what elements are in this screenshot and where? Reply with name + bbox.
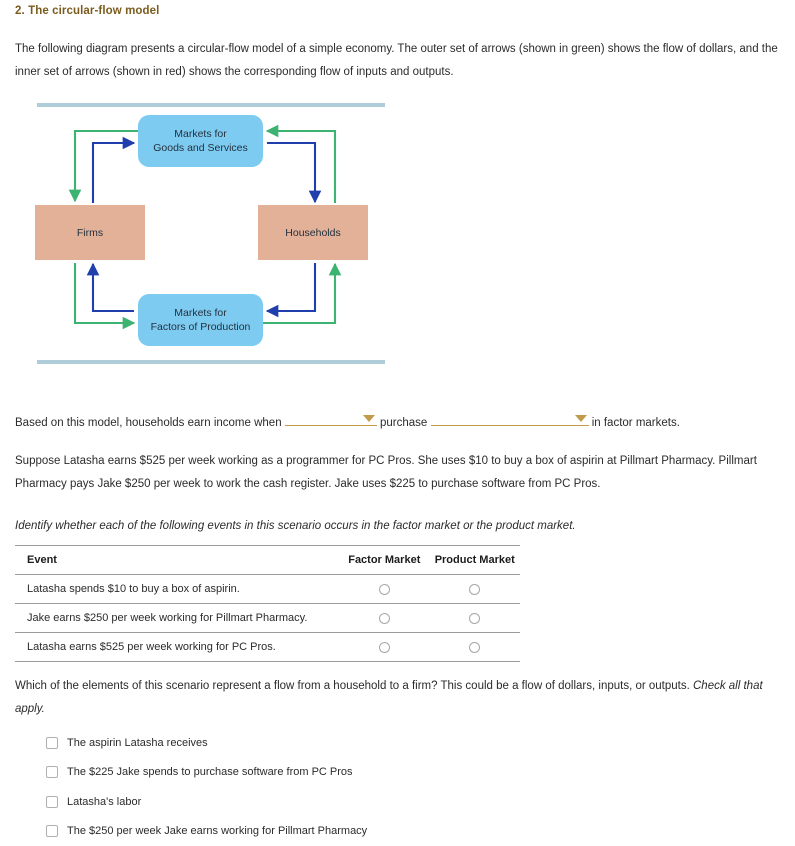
table-cell-factor-market[interactable] — [339, 575, 429, 604]
factors-market-label-line1: Markets for — [174, 307, 227, 319]
radio-product-market-row-3[interactable] — [469, 642, 480, 653]
identify-instruction: Identify whether each of the following e… — [15, 520, 780, 532]
list-item[interactable]: Latasha's labor — [46, 787, 746, 817]
sentence-part-3: in factor markets. — [592, 417, 680, 429]
table-cell-product-market[interactable] — [429, 604, 520, 633]
check-all-prompt: Which of the elements of this scenario r… — [15, 675, 780, 721]
intro-paragraph: The following diagram presents a circula… — [15, 38, 780, 84]
sentence-part-2: purchase — [380, 417, 427, 429]
factors-market-label-line2: Factors of Production — [151, 321, 251, 333]
column-header-event: Event — [15, 546, 339, 575]
checkbox-option-2[interactable] — [46, 766, 58, 778]
table-row: Latasha earns $525 per week working for … — [15, 633, 520, 662]
table-header-row: Event Factor Market Product Market — [15, 546, 520, 575]
radio-factor-market-row-3[interactable] — [379, 642, 390, 653]
checkbox-option-4[interactable] — [46, 825, 58, 837]
check-all-prompt-plain: Which of the elements of this scenario r… — [15, 680, 693, 692]
diagram-node-goods-market: Markets for Goods and Services — [138, 115, 263, 167]
radio-product-market-row-2[interactable] — [469, 613, 480, 624]
radio-factor-market-row-1[interactable] — [379, 584, 390, 595]
sentence-part-1: Based on this model, households earn inc… — [15, 417, 282, 429]
column-header-factor-market: Factor Market — [339, 546, 429, 575]
table-cell-factor-market[interactable] — [339, 633, 429, 662]
fill-in-sentence: Based on this model, households earn inc… — [15, 410, 780, 431]
page-title: 2. The circular-flow model — [15, 5, 159, 17]
table-cell-event: Latasha spends $10 to buy a box of aspir… — [15, 575, 339, 604]
dropdown-what-purchased[interactable] — [431, 410, 589, 426]
checkbox-option-1-label: The aspirin Latasha receives — [67, 737, 208, 749]
table-cell-factor-market[interactable] — [339, 604, 429, 633]
dropdown-who-earns[interactable] — [285, 410, 377, 426]
market-table: Event Factor Market Product Market Latas… — [15, 545, 520, 662]
checkbox-option-3[interactable] — [46, 796, 58, 808]
diagram-node-firms: Firms — [35, 205, 145, 260]
households-label: Households — [285, 226, 340, 240]
firms-label: Firms — [77, 226, 103, 240]
goods-market-label-line2: Goods and Services — [153, 142, 248, 154]
table-row: Jake earns $250 per week working for Pil… — [15, 604, 520, 633]
table-cell-event: Jake earns $250 per week working for Pil… — [15, 604, 339, 633]
radio-product-market-row-1[interactable] — [469, 584, 480, 595]
checkbox-option-3-label: Latasha's labor — [67, 796, 141, 808]
table-cell-product-market[interactable] — [429, 633, 520, 662]
list-item[interactable]: The $225 Jake spends to purchase softwar… — [46, 758, 746, 788]
chevron-down-icon — [363, 415, 375, 422]
diagram-node-factors-market: Markets for Factors of Production — [138, 294, 263, 346]
circular-flow-diagram: Markets for Goods and Services Markets f… — [15, 95, 395, 375]
list-item[interactable]: The $250 per week Jake earns working for… — [46, 817, 746, 846]
radio-factor-market-row-2[interactable] — [379, 613, 390, 624]
list-item[interactable]: The aspirin Latasha receives — [46, 728, 746, 758]
checkbox-option-2-label: The $225 Jake spends to purchase softwar… — [67, 766, 353, 778]
table-cell-event: Latasha earns $525 per week working for … — [15, 633, 339, 662]
checkbox-option-1[interactable] — [46, 737, 58, 749]
checkbox-option-4-label: The $250 per week Jake earns working for… — [67, 825, 367, 837]
table-row: Latasha spends $10 to buy a box of aspir… — [15, 575, 520, 604]
scenario-paragraph: Suppose Latasha earns $525 per week work… — [15, 450, 780, 496]
goods-market-label-line1: Markets for — [174, 128, 227, 140]
market-table-wrapper: Event Factor Market Product Market Latas… — [15, 545, 520, 662]
diagram-node-households: Households — [258, 205, 368, 260]
chevron-down-icon — [575, 415, 587, 422]
check-all-options: The aspirin Latasha receives The $225 Ja… — [46, 728, 746, 846]
table-cell-product-market[interactable] — [429, 575, 520, 604]
column-header-product-market: Product Market — [429, 546, 520, 575]
